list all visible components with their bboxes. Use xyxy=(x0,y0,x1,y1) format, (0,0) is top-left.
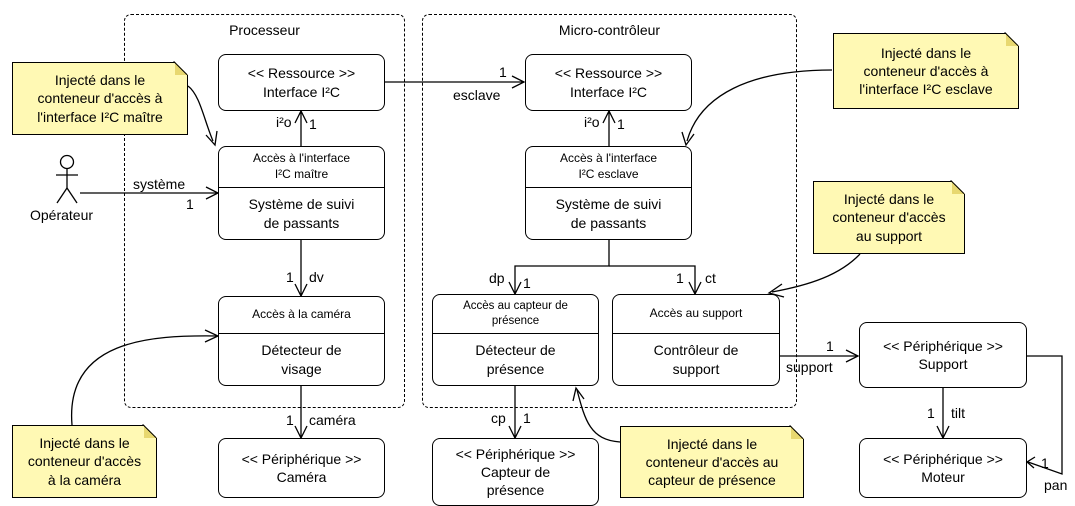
label-support-multiplicity: 1 xyxy=(826,338,834,354)
label-dp: dp xyxy=(489,270,505,286)
note-link-support xyxy=(771,253,861,293)
periph-moteur-text: << Périphérique >> Moteur xyxy=(860,439,1026,497)
note-link-capteur xyxy=(576,389,621,443)
note-arrowhead-capteur xyxy=(572,386,585,402)
link-ct xyxy=(609,265,696,294)
label-support: support xyxy=(786,359,833,375)
label-i2o-micro: i²o xyxy=(584,114,600,130)
label-systeme: système xyxy=(133,176,186,192)
label-i2o-proc-multiplicity: 1 xyxy=(309,116,317,132)
label-i2o-proc: i²o xyxy=(276,114,292,130)
periph-capteur-text: << Périphérique >>Capteur de présence xyxy=(433,439,598,505)
note-camera-fold xyxy=(144,425,157,438)
label-cp-multiplicity: 1 xyxy=(523,410,531,426)
note-link-maitre xyxy=(187,85,214,142)
label-esclave: esclave xyxy=(453,87,501,103)
ressource-proc-text: << Ressource >>Interface I²C xyxy=(219,55,384,110)
systeme-suivi-esclave: Système de suivi de passants xyxy=(526,187,691,239)
periph-moteur-name: Moteur xyxy=(921,469,965,485)
label-i2o-micro-multiplicity: 1 xyxy=(617,116,625,132)
label-ct: ct xyxy=(705,270,716,286)
label-dv: dv xyxy=(309,269,324,285)
ressource-micro-stereotype: << Ressource >> xyxy=(554,65,663,82)
periph-capteur-stereotype: << Périphérique >> xyxy=(455,445,576,462)
label-tilt-multiplicity: 1 xyxy=(927,405,935,421)
label-esclave-multiplicity: 1 xyxy=(499,64,507,80)
peripherique-capteur[interactable]: << Périphérique >>Capteur de présence xyxy=(432,438,599,506)
acces-support-title: Accès au support xyxy=(649,306,743,321)
label-camera: caméra xyxy=(309,412,356,428)
note-support: Injecté dans le conteneur d'accès au sup… xyxy=(813,181,965,254)
label-camera-multiplicity: 1 xyxy=(286,412,294,428)
peripherique-moteur[interactable]: << Périphérique >> Moteur xyxy=(859,438,1027,498)
acces-i2c-esclave-component[interactable]: Accès à l'interface I²C esclave Système … xyxy=(525,146,692,240)
periph-camera-name: Caméra xyxy=(276,469,327,485)
note-capteur: Injecté dans le conteneur d'accès au cap… xyxy=(620,426,804,498)
label-ct-multiplicity: 1 xyxy=(676,270,684,286)
acces-i2c-maitre-component[interactable]: Accès à l'interface I²C maître Système d… xyxy=(218,146,385,240)
label-cp: cp xyxy=(491,410,506,426)
periph-camera-text: << Périphérique >> Caméra xyxy=(219,439,384,497)
acces-i2c-esclave-title: Accès à l'interface I²C esclave xyxy=(559,151,657,181)
acces-support-component[interactable]: Accès au support Contrôleur de support xyxy=(612,294,780,386)
label-dp-multiplicity: 1 xyxy=(523,275,531,291)
ressource-proc-stereotype: << Ressource >> xyxy=(247,65,356,82)
periph-moteur-stereotype: << Périphérique >> xyxy=(883,450,1003,467)
note-arrowhead-esclave xyxy=(681,131,695,147)
operateur-label: Opérateur xyxy=(30,207,94,223)
link-pan xyxy=(1027,355,1063,475)
note-esclave: Injecté dans le conteneur d'accès à l'in… xyxy=(833,33,1019,109)
processeur-frame xyxy=(124,14,405,408)
note-link-camera xyxy=(71,335,218,426)
label-pan-multiplicity: 1 xyxy=(1041,455,1049,471)
peripherique-support[interactable]: << Périphérique >> Support xyxy=(859,322,1027,388)
periph-support-text: << Périphérique >> Support xyxy=(860,323,1026,387)
detecteur-presence: Détecteur de présence xyxy=(433,333,598,385)
acces-capteur-component[interactable]: Accès au capteur de présence Détecteur d… xyxy=(432,294,599,386)
acces-capteur-title: Accès au capteur de présence xyxy=(463,300,568,327)
periph-capteur-name: Capteur de présence xyxy=(480,463,551,499)
arrow-i2o-proc xyxy=(294,109,308,124)
periph-support-stereotype: << Périphérique >> xyxy=(883,337,1003,354)
acces-i2c-maitre-title: Accès à l'interface I²C maître xyxy=(252,151,350,181)
link-dp xyxy=(514,240,610,294)
note-esclave-fold xyxy=(1006,33,1019,46)
arrow-esclave xyxy=(511,75,526,89)
microcontroleur-frame-title: Micro-contrôleur xyxy=(558,22,661,38)
periph-camera-stereotype: << Périphérique >> xyxy=(241,450,362,467)
ressource-interface-i2c-micro[interactable]: << Ressource >>Interface I²C xyxy=(525,54,692,111)
label-pan: pan xyxy=(1044,477,1068,493)
ressource-micro-name: Interface I²C xyxy=(569,83,648,100)
arrow-pan xyxy=(1025,456,1036,469)
note-camera: Injecté dans le conteneur d'accès à la c… xyxy=(12,425,157,498)
processeur-frame-title: Processeur xyxy=(229,22,300,38)
note-capteur-fold xyxy=(791,426,804,439)
ressource-proc-name: Interface I²C xyxy=(262,83,341,100)
note-link-esclave xyxy=(686,69,833,142)
note-arrowhead-support xyxy=(767,283,785,298)
acces-camera-title: Accès à la caméra xyxy=(252,307,351,322)
note-maitre: Injecté dans le conteneur d'accès à l'in… xyxy=(12,62,188,135)
label-systeme-multiplicity: 1 xyxy=(186,196,194,212)
label-tilt: tilt xyxy=(951,405,965,421)
peripherique-camera[interactable]: << Périphérique >> Caméra xyxy=(218,438,385,498)
microcontroleur-frame xyxy=(422,14,797,408)
ressource-interface-i2c-processeur[interactable]: << Ressource >>Interface I²C xyxy=(218,54,385,111)
controleur-support: Contrôleur de support xyxy=(613,333,779,385)
note-arrowhead-maitre xyxy=(205,130,218,147)
note-maitre-fold xyxy=(175,62,188,75)
operateur-actor-icon xyxy=(56,154,78,204)
detecteur-visage: Détecteur de visage xyxy=(219,333,384,385)
label-dv-multiplicity: 1 xyxy=(286,269,294,285)
acces-camera-component[interactable]: Accès à la caméra Détecteur de visage xyxy=(218,296,385,386)
arrow-support xyxy=(845,349,860,363)
arrow-i2o-micro xyxy=(602,109,616,124)
ressource-micro-text: << Ressource >>Interface I²C xyxy=(526,55,691,110)
systeme-suivi-maitre: Système de suivi de passants xyxy=(219,187,384,239)
periph-support-name: Support xyxy=(918,356,968,372)
note-support-fold xyxy=(952,181,965,194)
